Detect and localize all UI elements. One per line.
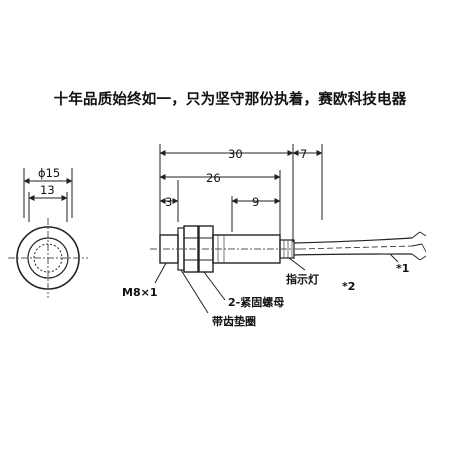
leader-note1 — [389, 253, 399, 263]
label-note-2: *2 — [342, 280, 355, 293]
dim-13: 13 — [40, 183, 55, 197]
leader-indicator — [288, 257, 306, 271]
leader-thread — [154, 262, 167, 284]
dim-7: 7 — [300, 147, 307, 161]
label-thread: M8×1 — [122, 286, 157, 299]
label-nut: 2-紧固螺母 — [228, 295, 284, 309]
label-washer: 带齿垫圈 — [212, 314, 256, 328]
label-indicator: 指示灯 — [286, 272, 319, 286]
dim-26: 26 — [206, 171, 221, 185]
dim-phi15: ϕ15 — [38, 166, 60, 180]
front-view — [8, 168, 88, 298]
dim-9: 9 — [252, 195, 259, 209]
label-note-1: *1 — [396, 262, 409, 275]
leader-nut — [203, 271, 226, 301]
side-view — [150, 144, 427, 314]
slogan-title: 十年品质始终如一，只为坚守那份执着，赛欧科技电器 — [53, 92, 407, 108]
dim-30: 30 — [228, 147, 243, 161]
dim-3: 3 — [165, 195, 172, 209]
cable — [293, 237, 413, 244]
leader-washer — [180, 269, 209, 314]
